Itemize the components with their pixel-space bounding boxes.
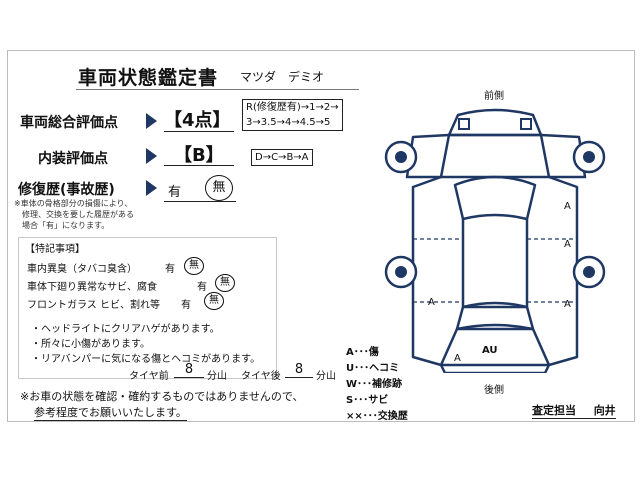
repair-note-line3: 場合「有」になります。 — [14, 221, 110, 230]
glass-yes: 有 — [181, 300, 191, 311]
car-diagram — [384, 108, 606, 373]
tire-front-label: タイヤ前 — [129, 371, 169, 382]
right-headlight — [520, 118, 532, 130]
damage-mark: A — [564, 299, 571, 310]
trunk — [439, 327, 551, 367]
sheet-title: 車両状態鑑定書 — [78, 67, 219, 89]
inspection-sheet: 車両状態鑑定書 マツダ デミオ 車両総合評価点 【4点】 R(修復歴有)→1→2… — [7, 50, 635, 422]
arrow-icon — [146, 148, 157, 164]
legend-item: ××･･･交換歴 — [346, 411, 408, 422]
repair-history-label: 修復歴(事故歴) — [18, 182, 115, 198]
footer-line1: ※お車の状態を確認・確約するものではありませんので、 — [20, 390, 304, 403]
repair-no-circled: 無 — [205, 175, 233, 201]
damage-legend: A･･･傷 U･･･ヘコミ W･･･補修跡 S･･･サビ ××･･･交換歴 — [346, 345, 408, 425]
footer-line2: 参考程度でお願いいたします。 — [34, 406, 187, 421]
repair-note-line2: 修理、交換を要した履歴がある — [14, 210, 134, 219]
tire-rear-value: 8 — [285, 362, 313, 378]
front-windshield — [453, 175, 537, 221]
inspector-label: 査定担当 — [532, 404, 576, 417]
repair-note: ※車体の骨格部分の損傷により、 修理、交換を要した履歴がある 場合「有」になりま… — [14, 198, 134, 231]
damage-mark: AU — [482, 345, 498, 356]
odor-yes: 有 — [165, 264, 175, 275]
damage-mark: A — [428, 297, 435, 308]
legend-item: A･･･傷 — [346, 347, 379, 358]
arrow-icon — [146, 180, 157, 196]
legend-item: U･･･ヘコミ — [346, 363, 400, 374]
title-underline — [76, 89, 359, 90]
arrow-icon — [146, 113, 157, 129]
rear-bumper-shape — [439, 364, 551, 373]
rust-yes: 有 — [197, 282, 207, 293]
overall-scale-line1: R(修復歴有)→1→2→ — [246, 102, 339, 113]
hood-shape — [439, 133, 551, 179]
tire-rear-label: タイヤ後 — [241, 371, 281, 382]
damage-mark: A — [564, 239, 571, 250]
overall-score-underline — [164, 131, 234, 132]
overall-scale-box: R(修復歴有)→1→2→ 3→3.5→4→4.5→5 — [242, 99, 343, 131]
glass-label: フロントガラス ヒビ、割れ等 — [27, 300, 160, 311]
front-bumper-shape — [447, 108, 543, 137]
left-headlight — [458, 118, 470, 130]
note-line: ・所々に小傷があります。 — [31, 339, 150, 350]
note-line: ・リアバンパーに気になる傷とヘコミがあります。 — [31, 354, 261, 365]
inspector: 査定担当 向井 — [532, 402, 616, 419]
odor-no-circled: 無 — [184, 257, 204, 275]
interior-score-value: 【B】 — [174, 145, 224, 166]
overall-scale-line2: 3→3.5→4→4.5→5 — [246, 117, 331, 128]
rust-label: 車体下廻り異常なサビ、腐食 — [27, 282, 157, 293]
special-notes-box: 【特記事項】 車内異臭（タバコ臭含） 有 無 車体下廻り異常なサビ、腐食 有 無… — [18, 237, 336, 382]
repair-note-line1: ※車体の骨格部分の損傷により、 — [14, 199, 133, 208]
front-side-label: 前側 — [484, 91, 504, 102]
rust-no-circled: 無 — [215, 274, 235, 292]
overall-score-value: 【4点】 — [164, 110, 231, 131]
repair-underline — [164, 201, 236, 202]
rear-side-label: 後側 — [484, 385, 504, 396]
repair-yes: 有 — [168, 185, 182, 200]
tire-rear-unit: 分山 — [316, 371, 336, 382]
damage-mark: A — [564, 201, 571, 212]
tire-front-unit: 分山 — [207, 371, 227, 382]
inspector-name: 向井 — [593, 404, 616, 417]
interior-score-label: 内装評価点 — [38, 151, 108, 167]
glass-no-circled: 無 — [204, 292, 224, 310]
car-model: マツダ デミオ — [240, 70, 325, 84]
legend-item: S･･･サビ — [346, 395, 389, 406]
overall-score-label: 車両総合評価点 — [20, 115, 118, 131]
roof — [461, 219, 529, 309]
damage-mark: A — [454, 353, 461, 364]
note-line: ・ヘッドライトにクリアハゲがあります。 — [31, 324, 220, 335]
legend-item: W･･･補修跡 — [346, 379, 403, 390]
tire-front-value: 8 — [174, 362, 204, 378]
odor-label: 車内異臭（タバコ臭含） — [27, 264, 137, 275]
interior-score-underline — [164, 165, 234, 166]
interior-scale-box: D→C→B→A — [251, 149, 313, 166]
special-notes-heading: 【特記事項】 — [25, 244, 85, 255]
